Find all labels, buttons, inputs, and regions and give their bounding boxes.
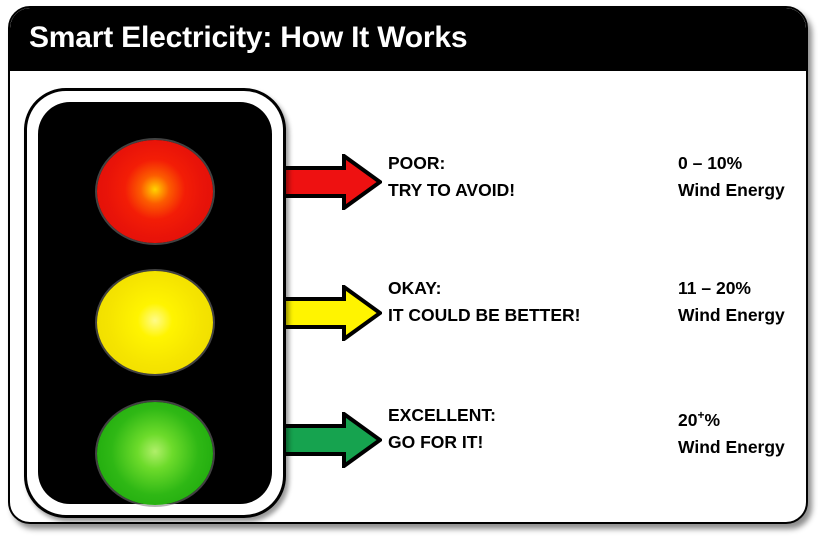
row-label-poor: POOR: TRY TO AVOID!: [388, 150, 515, 204]
row-value-excellent-percent: %: [704, 409, 721, 430]
row-label-excellent: EXCELLENT: GO FOR IT!: [388, 402, 496, 456]
row-label-okay-line2: IT COULD BE BETTER!: [388, 305, 581, 325]
row-label-poor-line2: TRY TO AVOID!: [388, 180, 516, 200]
content-card: Smart Electricity: How It Works: [8, 6, 808, 524]
row-label-excellent-line1: EXCELLENT:: [388, 405, 496, 425]
row-value-excellent-plus: +: [697, 408, 705, 422]
row-value-okay-range: 11 – 20%: [678, 278, 751, 298]
row-value-poor-unit: Wind Energy: [678, 180, 785, 200]
row-label-poor-line1: POOR:: [388, 153, 446, 173]
page-title: Smart Electricity: How It Works: [29, 21, 468, 54]
row-label-excellent-line2: GO FOR IT!: [388, 432, 484, 452]
row-value-poor-range: 0 – 10%: [678, 153, 743, 173]
row-value-excellent-unit: Wind Energy: [678, 436, 785, 457]
yellow-lamp: [97, 271, 213, 374]
traffic-light-body: [38, 102, 272, 505]
row-label-okay: OKAY: IT COULD BE BETTER!: [388, 275, 581, 329]
row-value-poor: 0 – 10% Wind Energy: [678, 150, 785, 204]
row-value-okay: 11 – 20% Wind Energy: [678, 275, 785, 329]
green-lamp: [97, 402, 213, 505]
row-value-okay-unit: Wind Energy: [678, 305, 785, 325]
row-label-okay-line1: OKAY:: [388, 278, 442, 298]
traffic-light-housing: [24, 88, 286, 518]
row-value-excellent-range: 20+%: [678, 402, 785, 434]
row-value-excellent: 20+% Wind Energy: [678, 402, 785, 461]
red-lamp: [97, 140, 213, 243]
row-value-excellent-number: 20: [678, 409, 698, 430]
title-bar: Smart Electricity: How It Works: [10, 8, 806, 71]
